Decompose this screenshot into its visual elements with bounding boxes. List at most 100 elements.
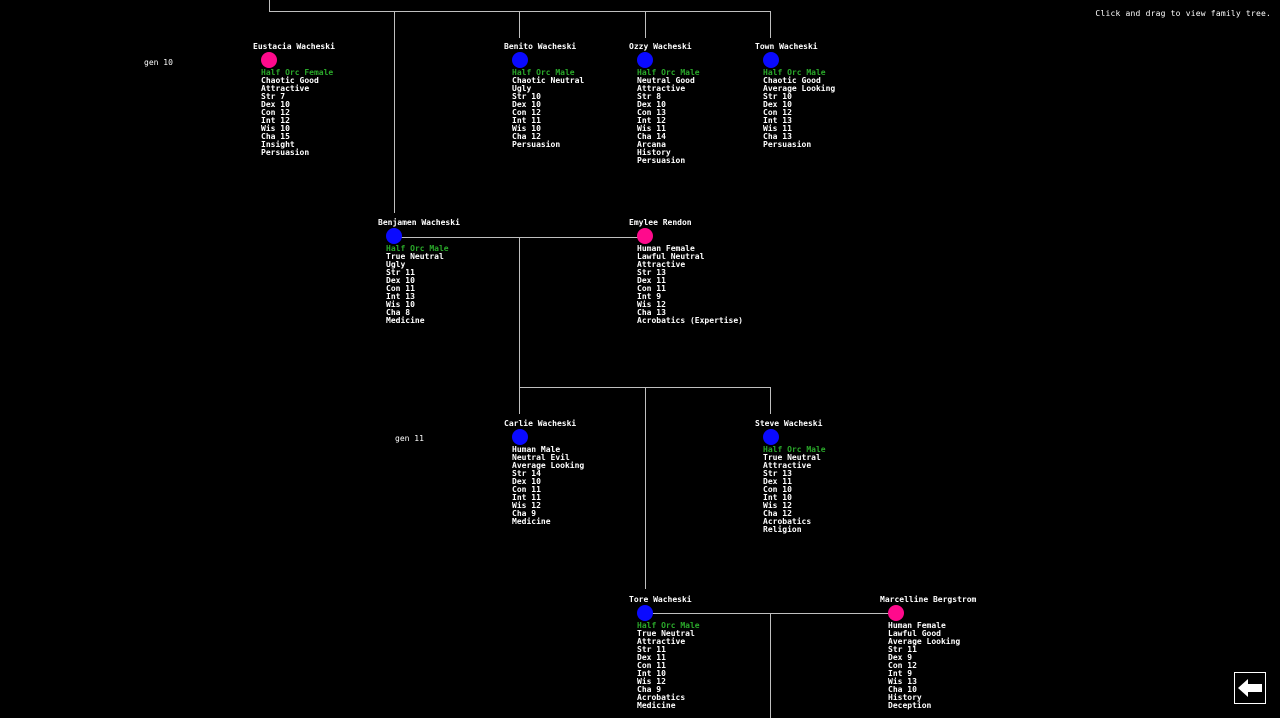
trait-line: True Neutral [386,252,444,261]
trait-line: Wis 10 [386,300,415,309]
trait-line: Int 9 [637,292,662,301]
race-label: Half Orc Male [637,621,700,630]
trait-line: Medicine [637,701,676,710]
trait-line: Dex 10 [512,477,541,486]
trait-line: Con 12 [888,661,917,670]
back-button[interactable] [1234,672,1266,704]
trait-line: Dex 9 [888,653,913,662]
trait-line: Int 12 [261,116,290,125]
trait-line: Attractive [637,260,686,269]
trait-line: Persuasion [637,156,686,165]
male-node-icon[interactable] [386,228,402,244]
male-node-icon[interactable] [637,52,653,68]
male-node-icon[interactable] [763,52,779,68]
trait-line: True Neutral [763,453,821,462]
trait-line: Cha 15 [261,132,290,141]
trait-line: Wis 11 [763,124,792,133]
race-label: Half Orc Female [261,68,334,77]
trait-line: Con 12 [763,108,792,117]
trait-line: Int 9 [888,669,913,678]
female-node-icon[interactable] [888,605,904,621]
generation-label: gen 10 [144,58,173,67]
trait-line: Int 10 [763,493,792,502]
trait-line: Attractive [763,461,812,470]
trait-line: Acrobatics (Expertise) [637,316,743,325]
trait-line: Cha 12 [763,509,792,518]
trait-line: Average Looking [763,84,836,93]
race-label: Human Female [888,621,946,630]
trait-line: Dex 10 [763,100,792,109]
trait-line: Dex 11 [763,477,792,486]
trait-line: Chaotic Good [763,76,821,85]
male-node-icon[interactable] [512,429,528,445]
trait-line: Str 13 [637,268,666,277]
trait-line: Con 11 [386,284,415,293]
person-name: Tore Wacheski [629,595,692,604]
trait-line: Str 13 [763,469,792,478]
trait-line: Con 10 [763,485,792,494]
trait-line: Dex 11 [637,653,666,662]
trait-line: Int 13 [386,292,415,301]
arrow-left-icon [1238,679,1262,697]
trait-line: Ugly [386,260,406,269]
race-label: Half Orc Male [763,445,826,454]
trait-line: Int 12 [637,116,666,125]
trait-line: Ugly [512,84,532,93]
trait-line: Str 11 [386,268,415,277]
trait-line: Int 13 [763,116,792,125]
race-label: Half Orc Male [637,68,700,77]
trait-line: Int 10 [637,669,666,678]
race-label: Human Male [512,445,561,454]
trait-line: Cha 8 [386,308,411,317]
male-node-icon[interactable] [763,429,779,445]
trait-line: Dex 10 [512,100,541,109]
trait-line: Religion [763,525,802,534]
trait-line: Wis 12 [637,677,666,686]
trait-line: Wis 10 [512,124,541,133]
trait-line: Str 14 [512,469,541,478]
trait-line: Cha 14 [637,132,666,141]
trait-line: Con 11 [512,485,541,494]
trait-line: Int 11 [512,116,541,125]
trait-line: Str 11 [637,645,666,654]
trait-line: Con 11 [637,661,666,670]
trait-line: Chaotic Neutral [512,76,585,85]
female-node-icon[interactable] [261,52,277,68]
trait-line: Attractive [637,637,686,646]
person-name: Marcelline Bergstrom [880,595,977,604]
race-label: Half Orc Male [763,68,826,77]
trait-line: Str 10 [763,92,792,101]
trait-line: Str 11 [888,645,917,654]
trait-line: Str 8 [637,92,662,101]
male-node-icon[interactable] [637,605,653,621]
person-name: Benito Wacheski [504,42,577,51]
trait-line: Cha 12 [512,132,541,141]
trait-line: History [888,693,922,702]
generation-label: gen 11 [395,434,424,443]
trait-line: Wis 12 [763,501,792,510]
person-name: Emylee Rendon [629,218,692,227]
trait-line: Dex 10 [637,100,666,109]
trait-line: Attractive [261,84,310,93]
person-name: Benjamen Wacheski [378,218,460,227]
male-node-icon[interactable] [512,52,528,68]
trait-line: Persuasion [763,140,812,149]
trait-line: Wis 13 [888,677,917,686]
person-name: Steve Wacheski [755,419,823,428]
trait-line: True Neutral [637,629,695,638]
trait-line: Chaotic Good [261,76,319,85]
trait-line: Con 12 [512,108,541,117]
trait-line: Cha 13 [637,308,666,317]
race-label: Half Orc Male [386,244,449,253]
trait-line: Wis 12 [637,300,666,309]
trait-line: Acrobatics [763,517,812,526]
female-node-icon[interactable] [637,228,653,244]
